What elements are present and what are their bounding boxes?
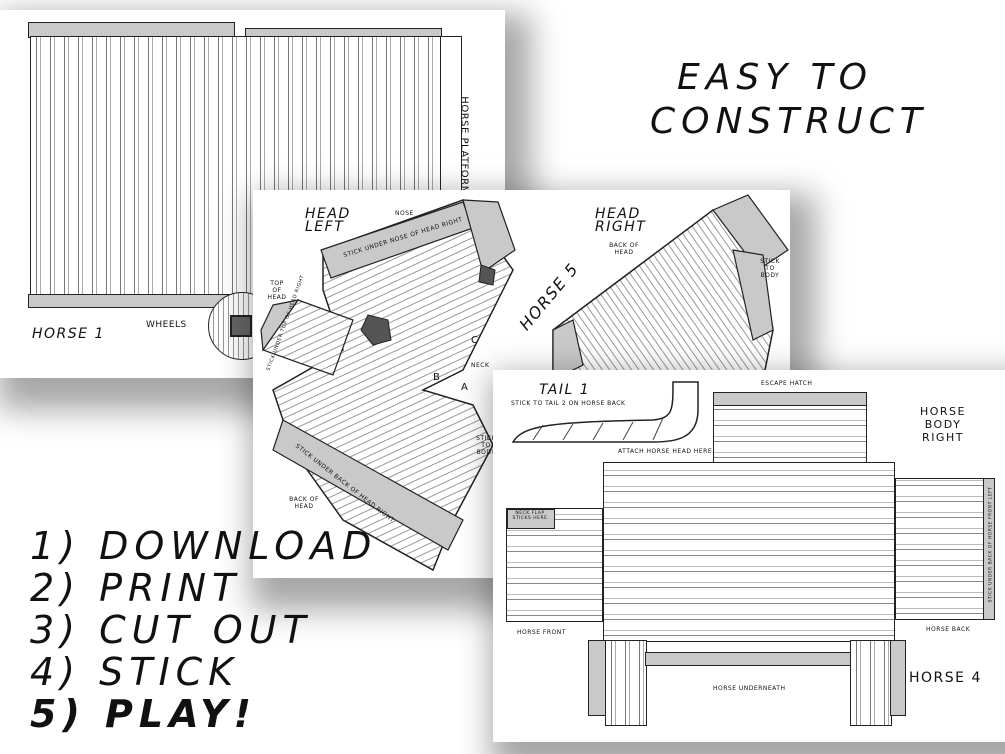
- sheet-horse-4: TAIL 1 STICK TO TAIL 2 ON HORSE BACK ESC…: [493, 370, 1005, 742]
- wheels-label: WHEELS: [146, 320, 187, 330]
- step-text: CUT OUT: [99, 608, 312, 652]
- neck-flap-label: NECK FLAP STICKS HERE: [512, 511, 548, 521]
- tail-drawing: [511, 381, 699, 443]
- underneath-center-flap: [645, 652, 852, 666]
- step-4: 4) STICK: [30, 651, 377, 693]
- step-number: 1): [30, 524, 82, 568]
- neck-label: NECK: [471, 362, 490, 369]
- horse-1-title: HORSE 1: [32, 326, 105, 342]
- head-right-title: HEAD RIGHT: [595, 206, 647, 235]
- step-number: 3): [30, 608, 82, 652]
- top-of-head-label: TOP OF HEAD: [267, 280, 287, 301]
- step-text: STICK: [99, 650, 240, 694]
- horse-back-panel: [895, 478, 995, 620]
- head-right-piece: [552, 194, 789, 381]
- marker-b: B: [433, 372, 441, 383]
- escape-hatch-label: ESCAPE HATCH: [761, 380, 813, 387]
- step-number: 2): [30, 566, 82, 610]
- step-number: 4): [30, 650, 82, 694]
- underneath-right-flap: [890, 640, 906, 716]
- nose-label: NOSE: [395, 210, 414, 217]
- headline: EASY TO CONSTRUCT: [650, 56, 928, 144]
- head-left-piece: [260, 199, 516, 572]
- marker-a: A: [461, 382, 469, 393]
- step-3: 3) CUT OUT: [30, 609, 377, 651]
- horse-body-right-title: HORSE BODY RIGHT: [919, 405, 966, 444]
- stick-to-body-right-label: STICK TO BODY: [760, 258, 780, 279]
- back-of-head-right-label: BACK OF HEAD: [609, 242, 639, 256]
- underneath-left-leg: [605, 640, 647, 726]
- stick-back-front-left-label: STICK UNDER BACK OF HORSE FRONT LEFT: [988, 486, 994, 603]
- step-number: 5): [30, 692, 86, 736]
- escape-hatch-flap: [713, 392, 867, 406]
- steps-list: 1) DOWNLOAD 2) PRINT 3) CUT OUT 4) STICK…: [30, 525, 377, 735]
- stick-to-body-left-label: STICK TO BODY: [476, 435, 496, 456]
- horse-back-flap: [983, 478, 995, 620]
- step-text: PRINT: [99, 566, 242, 610]
- step-2: 2) PRINT: [30, 567, 377, 609]
- horse-back-label: HORSE BACK: [926, 626, 971, 633]
- horse-underneath-label: HORSE UNDERNEATH: [713, 685, 786, 692]
- head-pieces-drawing: [260, 194, 789, 572]
- marker-c: C: [471, 335, 479, 346]
- underneath-right-leg: [850, 640, 892, 726]
- step-5: 5) PLAY!: [30, 693, 377, 735]
- step-text: PLAY!: [105, 692, 258, 736]
- tail-title: TAIL 1: [539, 382, 591, 398]
- headline-line-2: CONSTRUCT: [650, 101, 928, 142]
- horse-4-title: HORSE 4: [909, 670, 982, 686]
- headline-line-1: EASY TO: [677, 57, 873, 98]
- horse-front-label: HORSE FRONT: [517, 629, 566, 636]
- horse-platform-label: HORSE PLATFORM: [458, 96, 470, 195]
- tail-note: STICK TO TAIL 2 ON HORSE BACK: [511, 400, 626, 407]
- head-left-title: HEAD LEFT: [305, 206, 351, 235]
- neck-flap: [507, 509, 555, 529]
- wheel-axle: [230, 315, 252, 337]
- step-text: DOWNLOAD: [99, 524, 378, 568]
- step-1: 1) DOWNLOAD: [30, 525, 377, 567]
- back-of-head-left-label: BACK OF HEAD: [289, 496, 319, 510]
- horse-body-panel: [603, 462, 895, 642]
- attach-head-label: ATTACH HORSE HEAD HERE: [618, 448, 713, 455]
